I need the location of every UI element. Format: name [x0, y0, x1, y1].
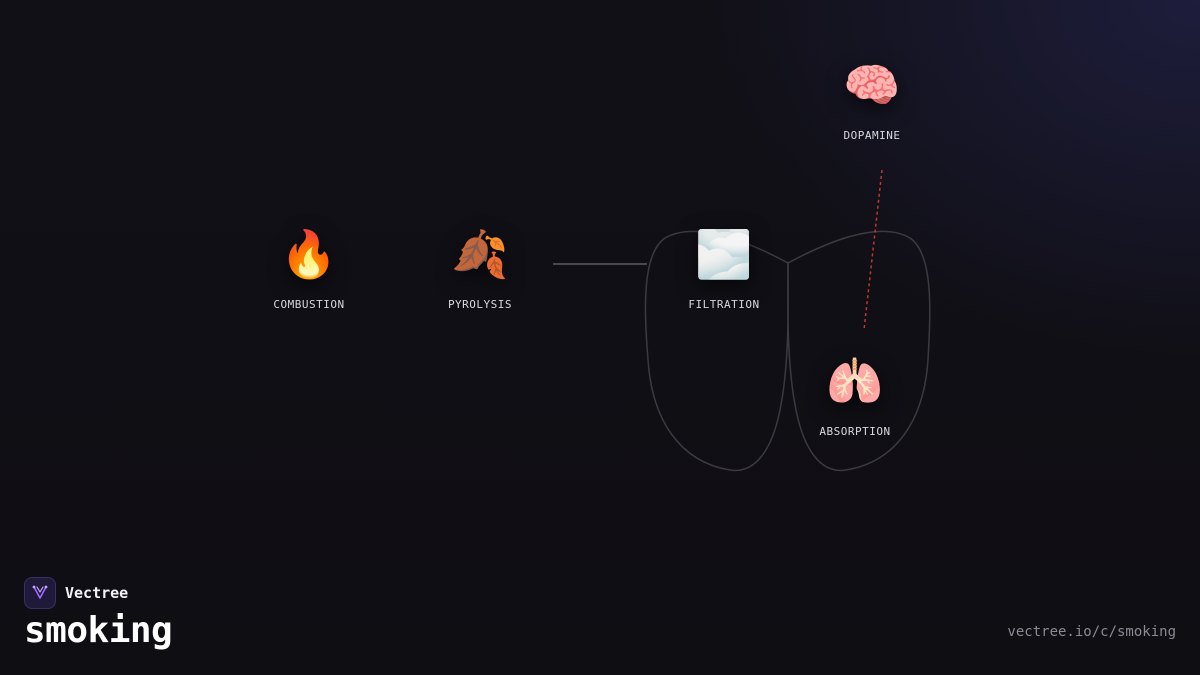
node-label: COMBUSTION: [273, 298, 345, 311]
brain-icon: 🧠: [843, 58, 901, 112]
vectree-logo-mark: [32, 585, 48, 599]
lungs-outline-left: [644, 230, 789, 472]
node-dopamine[interactable]: 🧠 DOPAMINE: [802, 55, 942, 142]
connector-dopamine-absorption: [863, 169, 883, 331]
node-absorption[interactable]: 🫁 ABSORPTION: [785, 351, 925, 438]
lungs-icon: 🫁: [826, 354, 884, 408]
node-filtration[interactable]: 🌫️ FILTRATION: [654, 224, 794, 311]
vectree-logo-icon: [24, 577, 56, 609]
node-label: PYROLYSIS: [447, 298, 513, 311]
node-combustion[interactable]: 🔥 COMBUSTION: [239, 224, 379, 311]
node-label: DOPAMINE: [843, 129, 901, 142]
fire-icon: 🔥: [280, 227, 338, 281]
node-label: ABSORPTION: [819, 425, 891, 438]
fog-cloud-icon: 🌫️: [695, 227, 753, 281]
brand-name: Vectree: [65, 584, 129, 602]
footer-url[interactable]: vectree.io/c/smoking: [1007, 624, 1176, 640]
node-label: FILTRATION: [688, 298, 760, 311]
lungs-outline-right: [787, 230, 931, 472]
brand[interactable]: Vectree: [24, 577, 128, 609]
falling-leaves-icon: 🍂: [451, 227, 509, 281]
node-pyrolysis[interactable]: 🍂 PYROLYSIS: [410, 224, 550, 311]
page-title: smoking: [24, 610, 173, 651]
